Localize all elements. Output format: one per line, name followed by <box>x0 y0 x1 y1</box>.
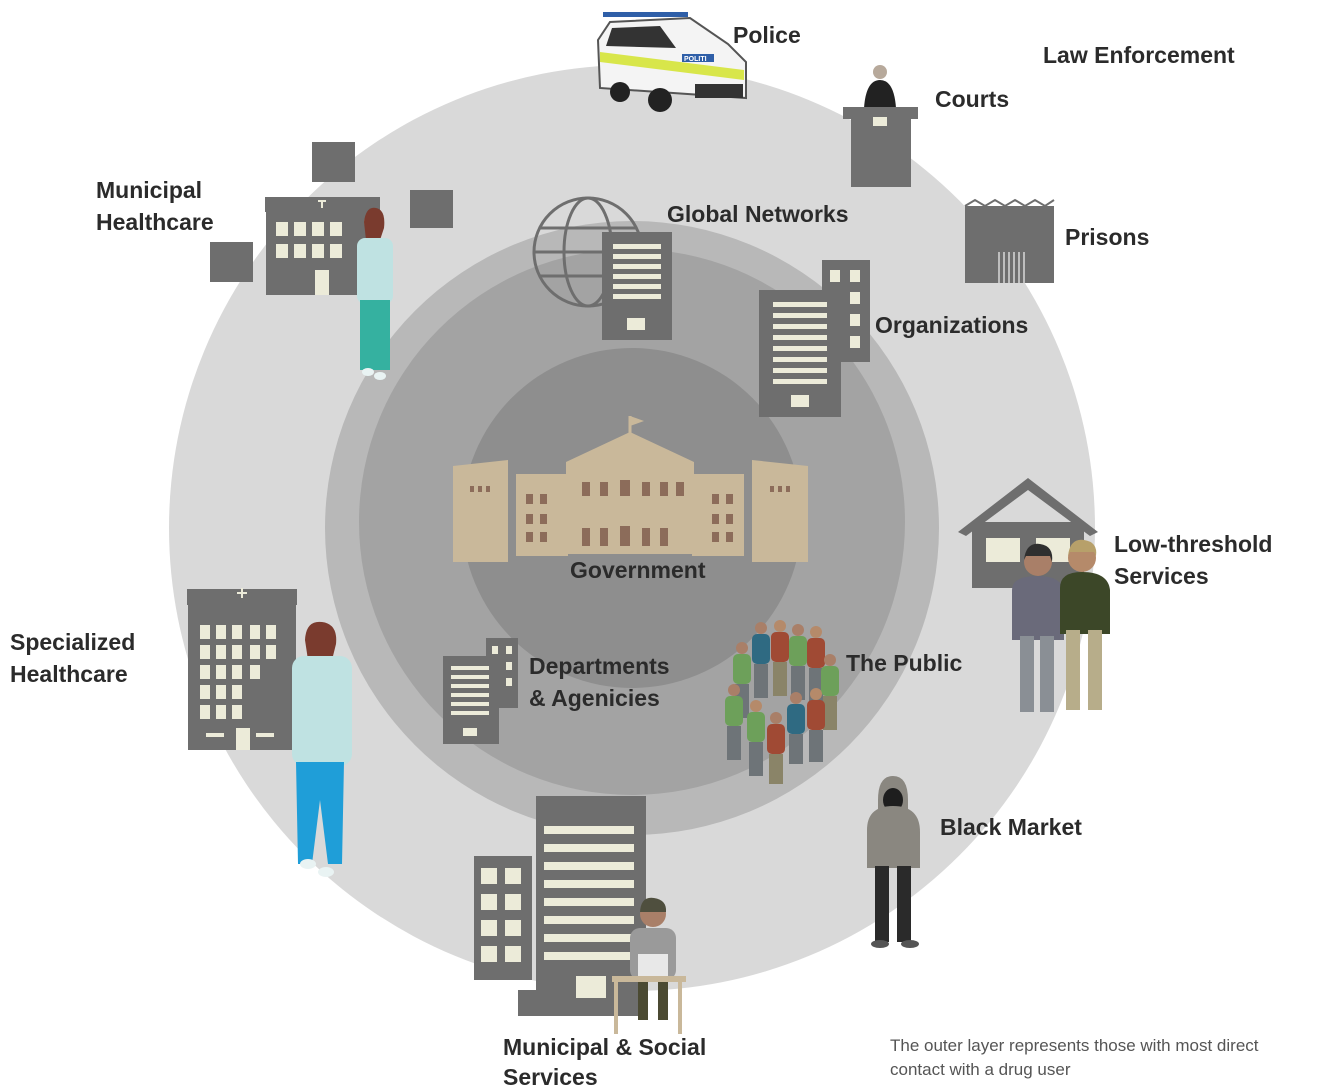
prisons-label: Prisons <box>1065 224 1150 250</box>
social-worker-figure <box>612 897 686 1034</box>
departments-building-icon <box>443 638 518 744</box>
hooded-figure-icon <box>867 776 920 948</box>
municipal-social-label-line2: Services <box>503 1064 598 1090</box>
network-building-icon <box>602 232 672 340</box>
police-car-text: POLITI <box>684 56 707 63</box>
nurse-figure-large <box>292 621 352 877</box>
departments-label-line2: & Agenicies <box>529 685 660 711</box>
footnote-line2: contact with a drug user <box>890 1060 1071 1079</box>
government-label: Government <box>570 557 706 583</box>
the-public-label: The Public <box>846 650 963 676</box>
police-car-icon: POLITI <box>596 12 747 112</box>
specialized-healthcare-label-line2: Healthcare <box>10 661 128 687</box>
social-services-building-icon <box>474 796 648 1016</box>
person-figure-gray <box>1012 543 1064 712</box>
law-enforcement-label: Law Enforcement <box>1043 42 1235 68</box>
courts-label: Courts <box>935 86 1010 112</box>
footnote-line1: The outer layer represents those with mo… <box>890 1036 1259 1055</box>
government-building-icon <box>453 416 808 562</box>
black-market-label: Black Market <box>940 814 1082 840</box>
global-networks-label: Global Networks <box>667 201 849 227</box>
police-label: Police <box>733 22 801 48</box>
low-threshold-label-line1: Low-threshold <box>1114 531 1273 557</box>
courts-icon <box>843 65 918 187</box>
municipal-healthcare-label-line2: Healthcare <box>96 209 214 235</box>
specialized-healthcare-label-line1: Specialized <box>10 629 136 655</box>
municipal-social-label-line1: Municipal & Social <box>503 1034 707 1060</box>
departments-label-line1: Departments <box>529 653 670 679</box>
prison-icon <box>964 198 1055 283</box>
municipal-hospital-icon <box>210 142 453 295</box>
organizations-label: Organizations <box>875 312 1029 338</box>
person-figure-green <box>1060 539 1110 710</box>
specialized-hospital-icon <box>187 588 297 750</box>
municipal-healthcare-label-line1: Municipal <box>96 177 203 203</box>
low-threshold-label-line2: Services <box>1114 563 1209 589</box>
crowd-icon <box>725 620 839 784</box>
nurse-figure-small <box>357 207 393 380</box>
organization-building-icon <box>759 260 870 417</box>
